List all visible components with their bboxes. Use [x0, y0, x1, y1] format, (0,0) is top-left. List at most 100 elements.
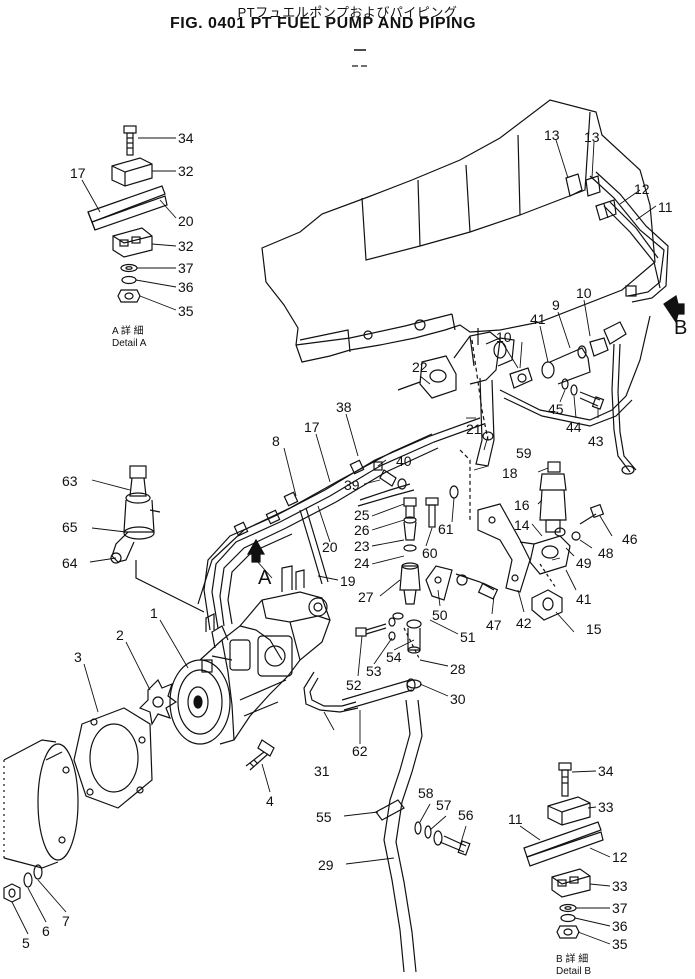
hardware-39-40 [373, 461, 407, 490]
callout-14: 14 [514, 517, 530, 533]
callout-32: 32 [178, 163, 194, 179]
callout-59: 59 [516, 445, 532, 461]
callout-57: 57 [436, 797, 452, 813]
callout-51: 51 [460, 629, 476, 645]
callout-33: 33 [598, 799, 614, 815]
callout-36: 36 [612, 918, 628, 934]
callout-63: 63 [62, 473, 78, 489]
callout-61: 61 [438, 521, 454, 537]
view-label-b: B [674, 317, 687, 339]
callout-39: 39 [344, 477, 360, 493]
callout-35: 35 [612, 936, 628, 952]
callout-2: 2 [116, 627, 124, 643]
callout-24: 24 [354, 555, 370, 571]
figure-title: FIG. 0401 PT FUEL PUMP AND PIPING [170, 15, 477, 32]
coupling-spider [138, 678, 178, 726]
callout-17: 17 [304, 419, 320, 435]
callout-21: 21 [466, 421, 482, 437]
hardware-5-6-7 [3, 864, 43, 903]
callout-20: 20 [178, 213, 194, 229]
fuel-pump-body [169, 565, 331, 745]
callout-12: 12 [634, 181, 650, 197]
detail-b-assembly [523, 762, 604, 939]
detail-b-caption: Detail B [556, 966, 592, 977]
callout-38: 38 [336, 399, 352, 415]
callout-37: 37 [178, 260, 194, 276]
callout-34: 34 [598, 763, 614, 779]
callout-34: 34 [178, 130, 194, 146]
callout-28: 28 [450, 661, 466, 677]
detail-a-caption-jp: A 詳 細 [112, 326, 144, 337]
callout-56: 56 [458, 807, 474, 823]
callout-30: 30 [450, 691, 466, 707]
callout-42: 42 [516, 615, 532, 631]
callout-32: 32 [178, 238, 194, 254]
callout-6: 6 [42, 923, 50, 939]
callout-41: 41 [530, 311, 546, 327]
callout-50: 50 [432, 607, 448, 623]
callout-48: 48 [598, 545, 614, 561]
callout-10: 10 [496, 329, 512, 345]
fuel-lines [135, 171, 669, 973]
callout-54: 54 [386, 649, 402, 665]
callout-10: 10 [576, 285, 592, 301]
callout-53: 53 [366, 663, 382, 679]
callout-40: 40 [396, 453, 412, 469]
bracket [477, 503, 531, 593]
callout-37: 37 [612, 900, 628, 916]
callout-64: 64 [62, 555, 78, 571]
callout-12: 12 [612, 849, 628, 865]
title-japanese: PTフュエルポンプおよびパイピング [237, 5, 458, 20]
bolt-4 [245, 739, 275, 771]
callout-31: 31 [314, 763, 330, 779]
callout-20: 20 [322, 539, 338, 555]
engine-block [261, 99, 656, 363]
callout-17: 17 [70, 165, 86, 181]
callout-13: 13 [544, 127, 560, 143]
head-fittings [397, 173, 627, 467]
callout-19: 19 [340, 573, 356, 589]
callout-8: 8 [272, 433, 280, 449]
callout-15: 15 [586, 621, 602, 637]
hardware-cluster-center [355, 485, 499, 689]
callout-36: 36 [178, 279, 194, 295]
callout-35: 35 [178, 303, 194, 319]
gasket [73, 707, 153, 809]
callout-27: 27 [358, 589, 374, 605]
callout-45: 45 [548, 401, 564, 417]
callout-62: 62 [352, 743, 368, 759]
view-arrow-b [663, 295, 685, 324]
callout-29: 29 [318, 857, 334, 873]
callout-9: 9 [552, 297, 560, 313]
callout-7: 7 [62, 913, 70, 929]
view-label-a: A [258, 567, 272, 589]
callout-13: 13 [584, 129, 600, 145]
drive-housing [3, 739, 79, 869]
callout-43: 43 [588, 433, 604, 449]
hardware-56-58 [414, 821, 471, 856]
callout-33: 33 [612, 878, 628, 894]
callout-47: 47 [486, 617, 502, 633]
callout-16: 16 [514, 497, 530, 513]
callout-3: 3 [74, 649, 82, 665]
callout-44: 44 [566, 419, 582, 435]
filter-assembly [110, 465, 161, 564]
callout-1: 1 [150, 605, 158, 621]
callout-49: 49 [576, 555, 592, 571]
detail-a-assembly [87, 125, 168, 303]
callout-18: 18 [502, 465, 518, 481]
view-arrow-a [246, 538, 266, 563]
detail-a-caption: Detail A [112, 338, 147, 349]
callout-5: 5 [22, 935, 30, 951]
callout-26: 26 [354, 522, 370, 538]
callout-52: 52 [346, 677, 362, 693]
callout-11: 11 [508, 811, 523, 827]
callout-23: 23 [354, 538, 370, 554]
callout-25: 25 [354, 507, 370, 523]
callout-11: 11 [658, 199, 673, 215]
callout-58: 58 [418, 785, 434, 801]
callout-22: 22 [412, 359, 428, 375]
detail-b-caption-jp: B 詳 細 [556, 954, 589, 965]
callout-65: 65 [62, 519, 78, 535]
